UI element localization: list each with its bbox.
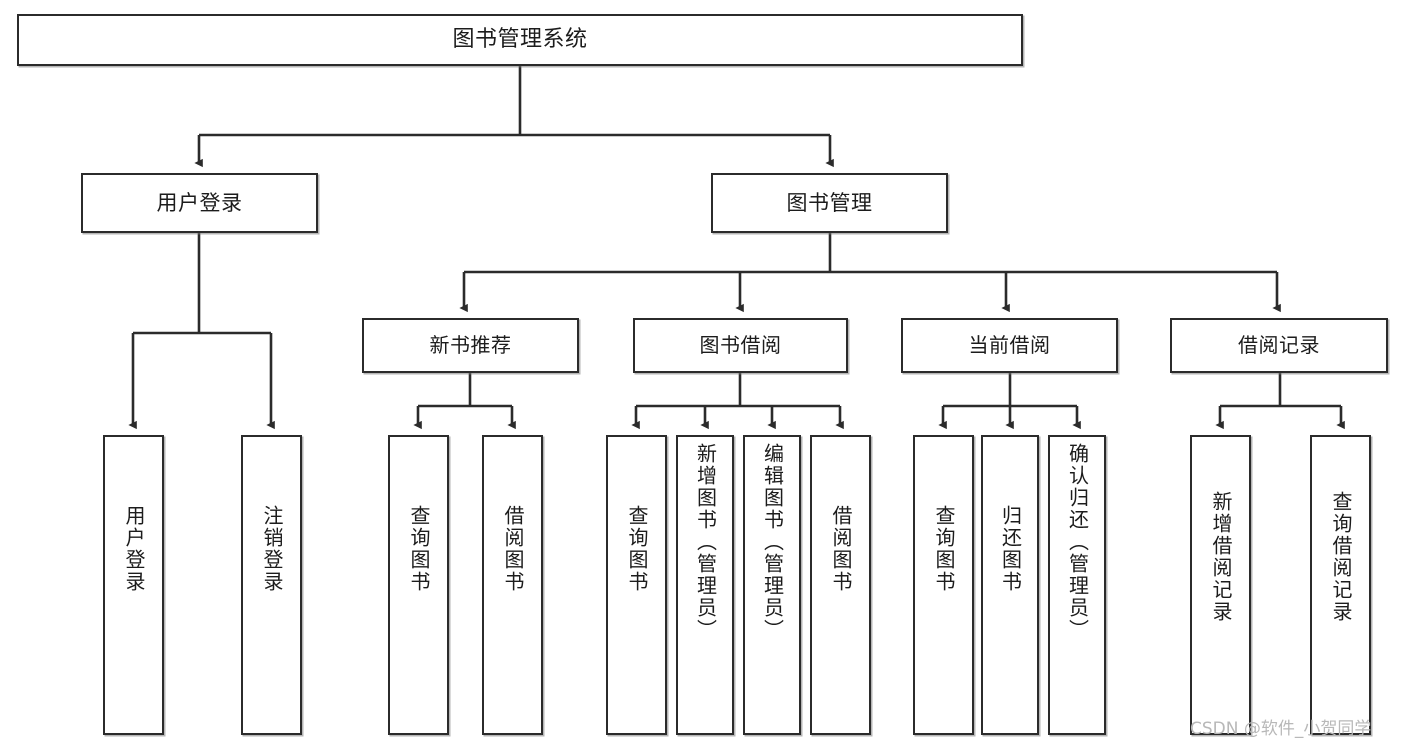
csdn-watermark: CSDN @软件_小贺同学: [1190, 719, 1372, 739]
node-leaf-query-book-current[interactable]: 查询图书: [913, 435, 974, 735]
node-leaf-borrow-book-recommend[interactable]: 借阅图书: [482, 435, 543, 735]
node-leaf-user-login-label: 用户登录: [122, 505, 146, 593]
node-leaf-add-book-admin[interactable]: 新增图书（管理员）: [676, 435, 734, 735]
node-leaf-confirm-return-admin-label: 确认归还（管理员）: [1065, 443, 1090, 641]
node-leaf-query-book-borrow[interactable]: 查询图书: [606, 435, 667, 735]
node-root-label: 图书管理系统: [452, 27, 588, 53]
node-leaf-user-login[interactable]: 用户登录: [103, 435, 164, 735]
node-leaf-return-book[interactable]: 归还图书: [981, 435, 1039, 735]
node-user-login-label: 用户登录: [156, 190, 243, 215]
node-leaf-borrow-book-recommend-label: 借阅图书: [501, 505, 525, 593]
node-book-manage-label: 图书管理: [786, 190, 873, 215]
node-leaf-user-logout[interactable]: 注销登录: [241, 435, 302, 735]
node-leaf-borrow-book[interactable]: 借阅图书: [810, 435, 871, 735]
node-leaf-borrow-book-label: 借阅图书: [829, 505, 853, 593]
node-leaf-query-borrow-record-label: 查询借阅记录: [1329, 491, 1353, 623]
node-root[interactable]: 图书管理系统: [17, 14, 1023, 66]
node-current-borrow[interactable]: 当前借阅: [901, 318, 1118, 373]
node-leaf-query-book-borrow-label: 查询图书: [625, 505, 649, 593]
node-leaf-edit-book-admin[interactable]: 编辑图书（管理员）: [743, 435, 801, 735]
node-borrow-record-label: 借阅记录: [1238, 333, 1320, 357]
node-new-book-recommend-label: 新书推荐: [429, 333, 512, 357]
node-book-borrow[interactable]: 图书借阅: [633, 318, 848, 373]
node-new-book-recommend[interactable]: 新书推荐: [362, 318, 579, 373]
node-leaf-edit-book-admin-label: 编辑图书（管理员）: [760, 443, 785, 641]
node-user-login[interactable]: 用户登录: [81, 173, 318, 233]
node-leaf-query-book-recommend[interactable]: 查询图书: [388, 435, 449, 735]
node-leaf-return-book-label: 归还图书: [998, 505, 1023, 593]
node-current-borrow-label: 当前借阅: [968, 333, 1051, 357]
node-book-manage[interactable]: 图书管理: [711, 173, 948, 233]
node-leaf-confirm-return-admin[interactable]: 确认归还（管理员）: [1048, 435, 1106, 735]
node-leaf-query-borrow-record[interactable]: 查询借阅记录: [1310, 435, 1371, 735]
node-leaf-add-borrow-record[interactable]: 新增借阅记录: [1190, 435, 1251, 735]
node-leaf-add-borrow-record-label: 新增借阅记录: [1209, 491, 1233, 623]
node-borrow-record[interactable]: 借阅记录: [1170, 318, 1388, 373]
node-leaf-add-book-admin-label: 新增图书（管理员）: [693, 443, 718, 641]
node-leaf-query-book-current-label: 查询图书: [932, 505, 956, 593]
node-leaf-query-book-recommend-label: 查询图书: [407, 505, 431, 593]
node-book-borrow-label: 图书借阅: [699, 333, 782, 357]
node-leaf-user-logout-label: 注销登录: [260, 505, 284, 593]
